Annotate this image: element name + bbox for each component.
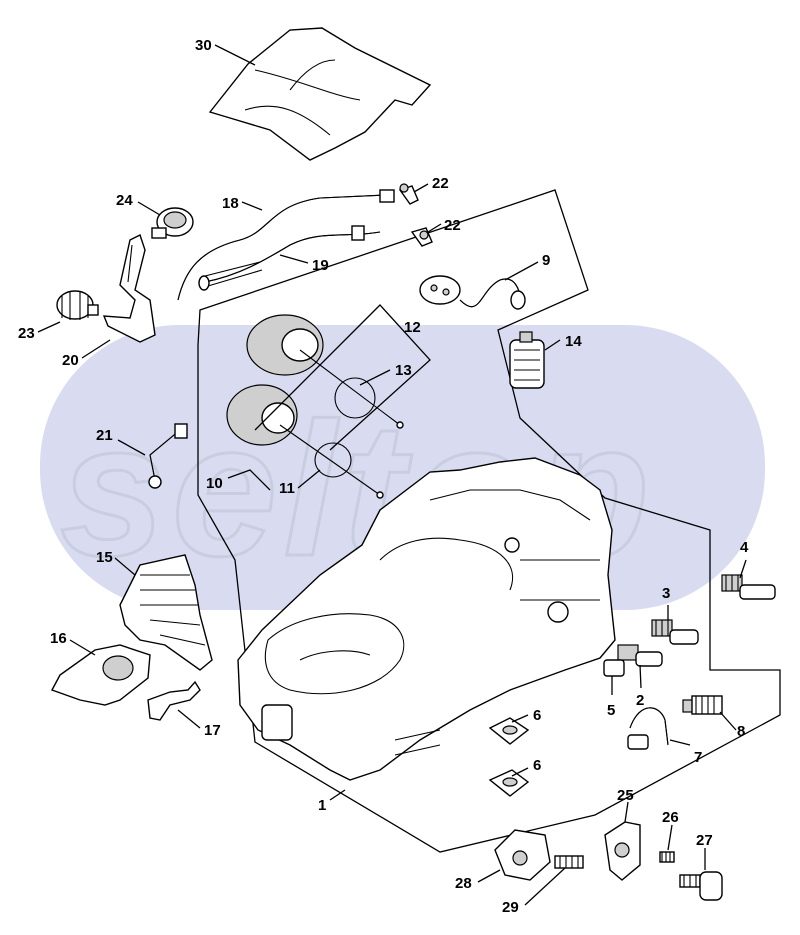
bracket-25-part xyxy=(604,821,641,881)
hose-fitting-lower-part xyxy=(410,227,433,247)
callout-5: 5 xyxy=(607,702,615,719)
callout-6-lower: 6 xyxy=(533,757,541,774)
hose-9-part xyxy=(419,275,526,310)
callout-15: 15 xyxy=(96,549,113,566)
sleeve-5-part xyxy=(603,659,625,677)
callout-21: 21 xyxy=(96,427,113,444)
callout-16: 16 xyxy=(50,630,67,647)
callout-22-lower: 22 xyxy=(444,217,461,234)
screw-8-part xyxy=(682,695,723,715)
valve-24-part xyxy=(151,207,194,239)
callout-1: 1 xyxy=(318,797,326,814)
screw-26-part xyxy=(659,851,675,863)
callout-20: 20 xyxy=(62,352,79,369)
hose-fitting-upper-part xyxy=(398,183,419,205)
callout-26: 26 xyxy=(662,809,679,826)
callout-3: 3 xyxy=(662,585,670,602)
callout-12: 12 xyxy=(404,319,421,336)
callout-29: 29 xyxy=(502,899,519,916)
callout-14: 14 xyxy=(565,333,582,350)
impulse-hose-part xyxy=(198,225,381,291)
fitting-21-part xyxy=(148,423,188,489)
callout-24: 24 xyxy=(116,192,133,209)
bracket-20-part xyxy=(102,234,156,343)
callout-22-upper: 22 xyxy=(432,175,449,192)
callout-18: 18 xyxy=(222,195,239,212)
bracket-28-part xyxy=(494,829,551,881)
callout-30: 30 xyxy=(195,37,212,54)
callout-28: 28 xyxy=(455,875,472,892)
stud-3-part xyxy=(651,619,699,645)
seal-11-part xyxy=(314,442,352,478)
sleeve-2-part xyxy=(617,644,663,667)
callout-10: 10 xyxy=(206,475,223,492)
baffle-15-part xyxy=(119,554,213,671)
callout-19: 19 xyxy=(312,257,329,274)
crankcase-1-part xyxy=(237,457,616,781)
mount-6-upper-part xyxy=(488,717,530,745)
stud-4-part xyxy=(721,574,776,600)
callout-labels: 1 2 3 4 5 6 6 7 8 9 10 11 12 13 14 15 16… xyxy=(18,37,749,916)
callout-8: 8 xyxy=(737,723,745,740)
callout-11: 11 xyxy=(279,480,295,497)
callout-27: 27 xyxy=(696,832,713,849)
oil-pump-12-part xyxy=(246,314,404,429)
primer-23-part xyxy=(56,290,99,320)
oil-pump-10-part xyxy=(226,384,384,499)
screw-29-part xyxy=(554,855,584,869)
callout-2: 2 xyxy=(636,692,644,709)
callout-4: 4 xyxy=(740,539,749,556)
callout-9: 9 xyxy=(542,252,550,269)
callout-23: 23 xyxy=(18,325,35,342)
spring-7-part xyxy=(627,707,669,750)
screw-27-part xyxy=(679,871,723,901)
fuel-hose-part xyxy=(177,189,395,301)
callout-7: 7 xyxy=(694,749,702,766)
top-cover-part xyxy=(208,27,432,161)
callout-25: 25 xyxy=(617,787,634,804)
mount-6-lower-part xyxy=(488,769,530,797)
clip-17-part xyxy=(147,680,201,721)
seal-13-part xyxy=(334,377,376,419)
callout-6-upper: 6 xyxy=(533,707,541,724)
leader-lines xyxy=(37,44,747,906)
callout-13: 13 xyxy=(395,362,412,379)
plate-16-part xyxy=(51,644,151,706)
callout-17: 17 xyxy=(204,722,221,739)
fuel-filter-14-part xyxy=(509,331,545,389)
